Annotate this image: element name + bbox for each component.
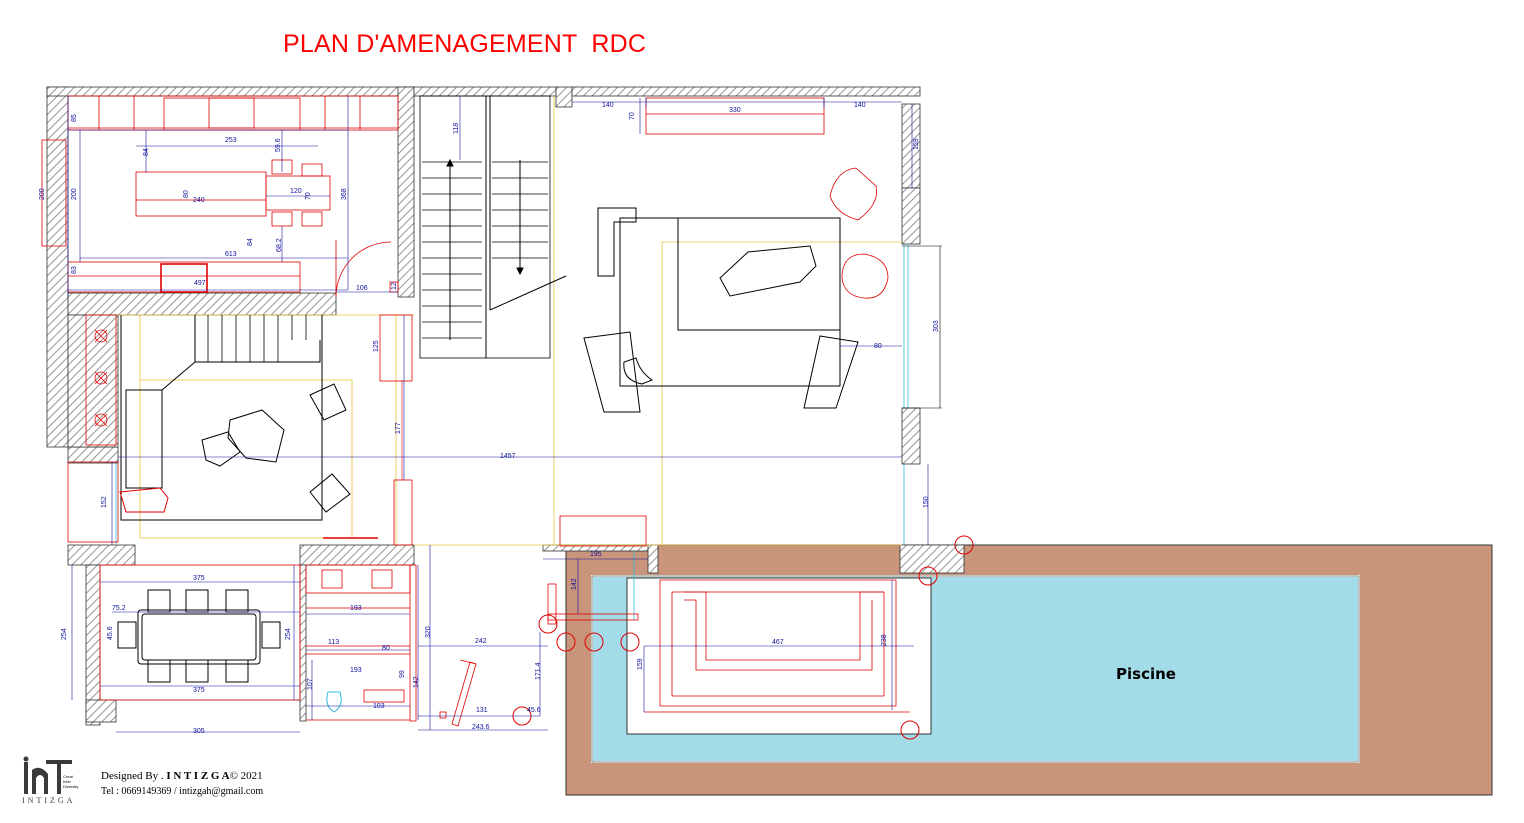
dim-195: 195 [590, 551, 602, 558]
dim-497: 497 [194, 280, 206, 287]
dim-193a: 193 [350, 605, 362, 612]
dim-142a: 142 [571, 578, 578, 590]
credit-contact: Tel : 0669149369 / intizgah@gmail.com [101, 786, 264, 797]
dim-375b: 375 [193, 687, 205, 694]
dim-1457: 1457 [500, 453, 516, 460]
dim-177: 177 [395, 422, 402, 434]
dim-113: 113 [328, 639, 339, 646]
terrace-bench [559, 515, 910, 713]
dim-240: 240 [193, 197, 205, 204]
dimension-labels: 85 84 253 59.6 200 200 80 240 120 70 368… [39, 102, 940, 735]
dim-243-6: 243.6 [472, 724, 490, 731]
dim-253: 253 [225, 137, 237, 144]
credit-prefix: Designed By . [101, 770, 167, 782]
dim-254a: 254 [61, 628, 68, 640]
dim-152: 152 [101, 496, 108, 508]
dim-159a: 159 [913, 138, 920, 150]
logo-tagline-2: Intel [63, 779, 71, 784]
dim-613: 613 [225, 251, 237, 258]
toilet-icon [326, 691, 342, 713]
credit-line: Designed By . I N T I Z G A© 2021 [101, 770, 263, 782]
axis-guides [117, 96, 902, 546]
dim-75-2: 75.2 [112, 605, 126, 612]
dim-99: 99 [399, 670, 406, 678]
dim-83: 83 [71, 266, 78, 274]
kitchen-door [335, 240, 392, 298]
dim-131: 131 [476, 707, 488, 714]
logo-tagline-1: Creat [63, 774, 74, 779]
dim-70b: 70 [629, 112, 636, 120]
credit-designer: I N T I Z G A [166, 770, 230, 782]
dim-68-2: 68.2 [276, 238, 283, 252]
bathroom [305, 564, 417, 722]
dim-200a: 200 [39, 188, 46, 200]
dim-303: 303 [933, 320, 940, 332]
dim-84a: 84 [143, 148, 150, 156]
entrance-gate [439, 583, 639, 727]
logo-tagline-3: Diversity [63, 784, 78, 789]
dim-103: 103 [373, 703, 385, 710]
dim-142b: 142 [413, 676, 420, 688]
dim-85: 85 [71, 114, 78, 122]
dim-238: 238 [881, 634, 888, 646]
dim-125: 125 [373, 340, 380, 352]
logo-brand: INTIZGA [22, 796, 75, 805]
walls [46, 86, 965, 726]
dim-140b: 140 [854, 102, 866, 109]
staircase [419, 95, 567, 359]
dim-80a: 80 [183, 190, 190, 198]
pool-area: Piscine [565, 544, 1493, 796]
dim-150: 150 [923, 496, 930, 508]
dim-171-4: 171.4 [535, 662, 542, 680]
dim-242: 242 [475, 638, 487, 645]
dim-80b: 80 [874, 343, 882, 350]
dim-12: 12 [391, 282, 398, 290]
dim-467: 467 [772, 639, 784, 646]
dim-80c: 80 [382, 645, 390, 652]
dim-305: 305 [193, 728, 205, 735]
dim-45-6b: 45.6 [527, 707, 541, 714]
dim-70a: 70 [305, 192, 312, 200]
dim-320: 320 [425, 626, 432, 638]
dim-59-6: 59.6 [275, 138, 282, 152]
dining-room [99, 564, 301, 701]
dim-107: 107 [307, 678, 314, 690]
dim-330: 330 [729, 107, 741, 114]
dimension-lines [67, 96, 929, 733]
dim-254b: 254 [285, 628, 292, 640]
dim-375a: 375 [193, 575, 205, 582]
pool-terrace [626, 577, 932, 735]
pool-label: Piscine [1116, 665, 1176, 683]
dim-45-6: 45.6 [107, 626, 114, 640]
dim-159b: 159 [637, 658, 644, 670]
dim-368: 368 [341, 188, 348, 200]
dim-120: 120 [290, 188, 302, 195]
dimension-lines-black [902, 245, 942, 409]
plan-title: PLAN D'AMENAGEMENT RDC [283, 30, 647, 58]
dim-84b: 84 [247, 238, 254, 246]
dim-118: 118 [453, 123, 460, 134]
dim-193b: 193 [350, 667, 362, 674]
credit-copyright: © 2021 [229, 770, 263, 782]
dim-106: 106 [356, 285, 368, 292]
dim-140a: 140 [602, 102, 614, 109]
dim-200b: 200 [71, 188, 78, 200]
intizga-logo: Creat Intel Diversity INTIZGA [22, 756, 78, 805]
living-room [67, 314, 413, 546]
salon [583, 97, 889, 413]
